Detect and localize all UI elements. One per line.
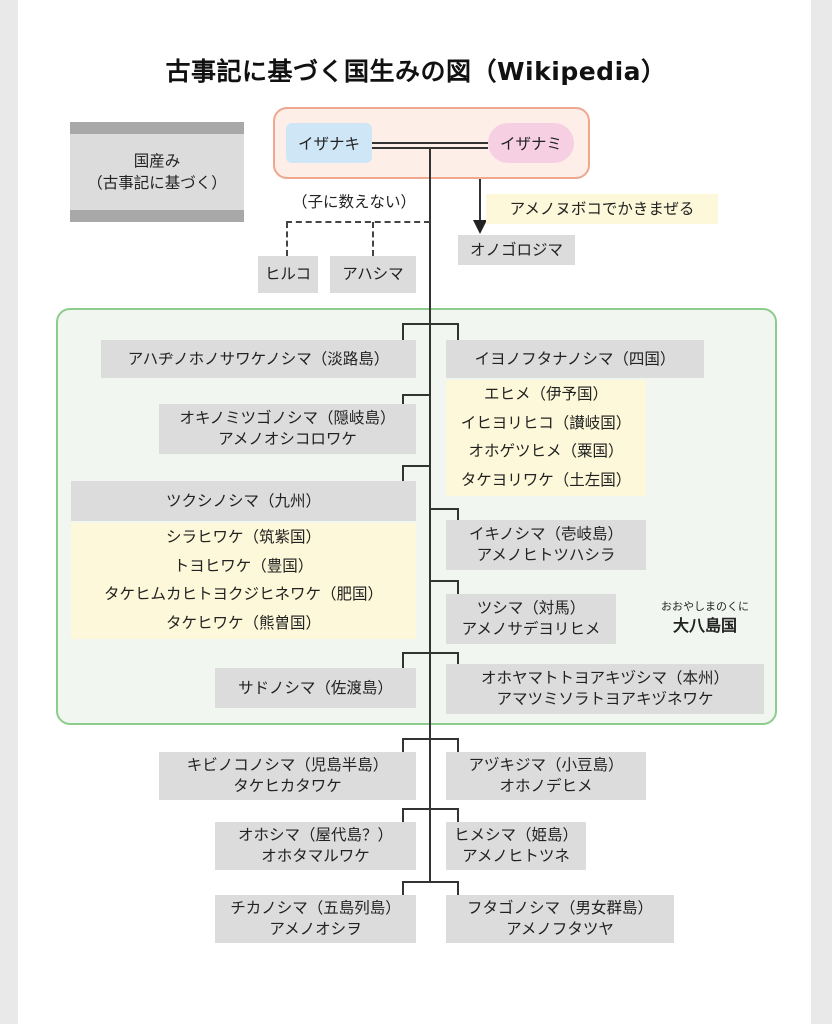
branch-row-sado-h — [402, 652, 459, 654]
branch-oki-v — [402, 394, 404, 404]
azuki-name: アヅキジマ（小豆島） — [468, 756, 624, 774]
kibi-node: キビノコノシマ（児島半島） タケヒカタワケ — [159, 752, 416, 800]
hiruko-node: ヒルコ — [258, 256, 318, 293]
iyo-sub-iiyorihiko: イヒヨリヒコ（讃岐国） — [460, 413, 632, 432]
chika-alt: アメノオシヲ — [269, 920, 362, 938]
branch-row-oshima-h — [402, 808, 459, 810]
ooyashima-ruby: おおやしまのくに — [661, 600, 749, 613]
legend-box: 国産み （古事記に基づく） — [70, 122, 244, 222]
branch-tsukushi-h — [402, 465, 430, 467]
honshu-name: オホヤマトトヨアキヅシマ（本州） — [480, 669, 729, 687]
sado-node: サドノシマ（佐渡島） — [215, 668, 416, 708]
tsukushi-sub-takehimuka: タケヒムカヒトヨクジヒネワケ（肥国） — [103, 585, 383, 603]
honshu-alt: アマツミソラトヨアキヅネワケ — [496, 690, 714, 708]
branch-honshu-v — [457, 652, 459, 668]
iyo-sub-takeyoriwake: タケヨリワケ（土左国） — [460, 470, 632, 489]
onogoro-arrowhead — [473, 220, 487, 234]
ame-nuboko-label: アメノヌボコでかきまぜる — [486, 194, 718, 224]
tsukushi-sub-shirahiwake: シラヒワケ（筑紫国） — [165, 528, 321, 546]
branch-tsushima-v — [457, 580, 459, 594]
onogoro-node: オノゴロジマ — [458, 235, 575, 265]
tsushima-node: ツシマ（対馬） アメノサデヨリヒメ — [446, 594, 616, 644]
marriage-line-top — [372, 142, 488, 144]
tsukushi-sub-toyohiwake: トヨヒワケ（豊国） — [173, 556, 314, 575]
legend-line2: （古事記に基づく） — [87, 174, 227, 192]
page-title: 古事記に基づく国生みの図（Wikipedia） — [165, 57, 667, 86]
himeshima-node: ヒメシマ（姫島） アメノヒトツネ — [446, 822, 586, 870]
branch-row-kibi-h — [402, 738, 459, 740]
iyo-node: イヨノフタナノシマ（四国） — [446, 340, 704, 378]
branch-tsushima-h — [430, 580, 459, 582]
chika-node: チカノシマ（五島列島） アメノオシヲ — [215, 895, 416, 943]
oki-alt: アメノオシコロワケ — [218, 430, 357, 448]
iki-node: イキノシマ（壱岐島） アメノヒトツハシラ — [446, 520, 646, 570]
trunk-line — [429, 148, 431, 883]
branch-iki-h — [430, 508, 459, 510]
not-counted-label: （子に数えない） — [292, 193, 417, 211]
branch-iki-v — [457, 508, 459, 520]
kibi-alt: タケヒカタワケ — [233, 777, 342, 795]
azuki-node: アヅキジマ（小豆島） オホノデヒメ — [446, 752, 646, 800]
tsukushi-subdivisions: シラヒワケ（筑紫国） トヨヒワケ（豊国） タケヒムカヒトヨクジヒネワケ（肥国） … — [71, 523, 416, 639]
tsushima-alt: アメノサデヨリヒメ — [461, 620, 601, 638]
honshu-node: オホヤマトトヨアキヅシマ（本州） アマツミソラトヨアキヅネワケ — [446, 664, 764, 714]
kibi-name: キビノコノシマ（児島半島） — [186, 756, 389, 774]
awaji-node: アハヂノホノサワケノシマ（淡路島） — [101, 340, 416, 378]
oshima-name: オホシマ（屋代島？） — [237, 826, 393, 844]
chika-name: チカノシマ（五島列島） — [230, 899, 401, 917]
hiruko-dashed-v — [286, 222, 288, 256]
not-counted-dashed-h — [286, 221, 430, 223]
himeshima-name: ヒメシマ（姫島） — [453, 826, 578, 844]
oki-node: オキノミツゴノシマ（隠岐島） アメノオシコロワケ — [159, 404, 416, 454]
futago-alt: アメノフタツヤ — [506, 920, 614, 938]
izanami-node: イザナミ — [488, 123, 574, 163]
branch-himeshima-v — [457, 808, 459, 822]
ooyashima-label: 大八島国 — [672, 616, 737, 635]
branch-tsukushi-v — [402, 465, 404, 481]
branch-futago-v — [457, 881, 459, 895]
tsukushi-node: ツクシノシマ（九州） — [71, 481, 416, 521]
iki-alt: アメノヒトツハシラ — [476, 546, 616, 564]
oki-name: オキノミツゴノシマ（隠岐島） — [179, 409, 396, 427]
iyo-subdivisions: エヒメ（伊予国） イヒヨリヒコ（讃岐国） オホゲツヒメ（粟国） タケヨリワケ（土… — [446, 380, 646, 496]
branch-row-chika-h — [402, 881, 459, 883]
legend-line1: 国産み — [133, 152, 181, 170]
branch-azuki-v — [457, 738, 459, 752]
branch-oshima-v — [402, 808, 404, 822]
branch-row1-h — [402, 323, 459, 325]
branch-sado-v — [402, 652, 404, 668]
iyo-sub-ohogetsuhime: オホゲツヒメ（粟国） — [468, 442, 624, 460]
iyo-sub-ehime: エヒメ（伊予国） — [483, 385, 608, 403]
ahashima-node: アハシマ — [330, 256, 416, 293]
branch-oki-h — [402, 394, 430, 396]
himeshima-alt: アメノヒトツネ — [462, 847, 570, 865]
onogoro-arrow-shaft — [479, 179, 481, 222]
ahashima-dashed-v — [372, 222, 374, 256]
tsukushi-sub-takehiwake: タケヒワケ（熊曽国） — [165, 613, 321, 632]
branch-row1-left — [402, 323, 404, 341]
branch-chika-v — [402, 881, 404, 895]
oshima-node: オホシマ（屋代島？） オホタマルワケ — [215, 822, 416, 870]
izanagi-node: イザナキ — [286, 123, 372, 163]
futago-node: フタゴノシマ（男女群島） アメノフタツヤ — [446, 895, 674, 943]
azuki-alt: オホノデヒメ — [499, 777, 593, 795]
iki-name: イキノシマ（壱岐島） — [469, 525, 623, 543]
branch-kibi-v — [402, 738, 404, 752]
futago-name: フタゴノシマ（男女群島） — [466, 899, 653, 917]
tsushima-name: ツシマ（対馬） — [476, 599, 586, 617]
oshima-alt: オホタマルワケ — [261, 847, 370, 865]
branch-row1-right — [457, 323, 459, 341]
